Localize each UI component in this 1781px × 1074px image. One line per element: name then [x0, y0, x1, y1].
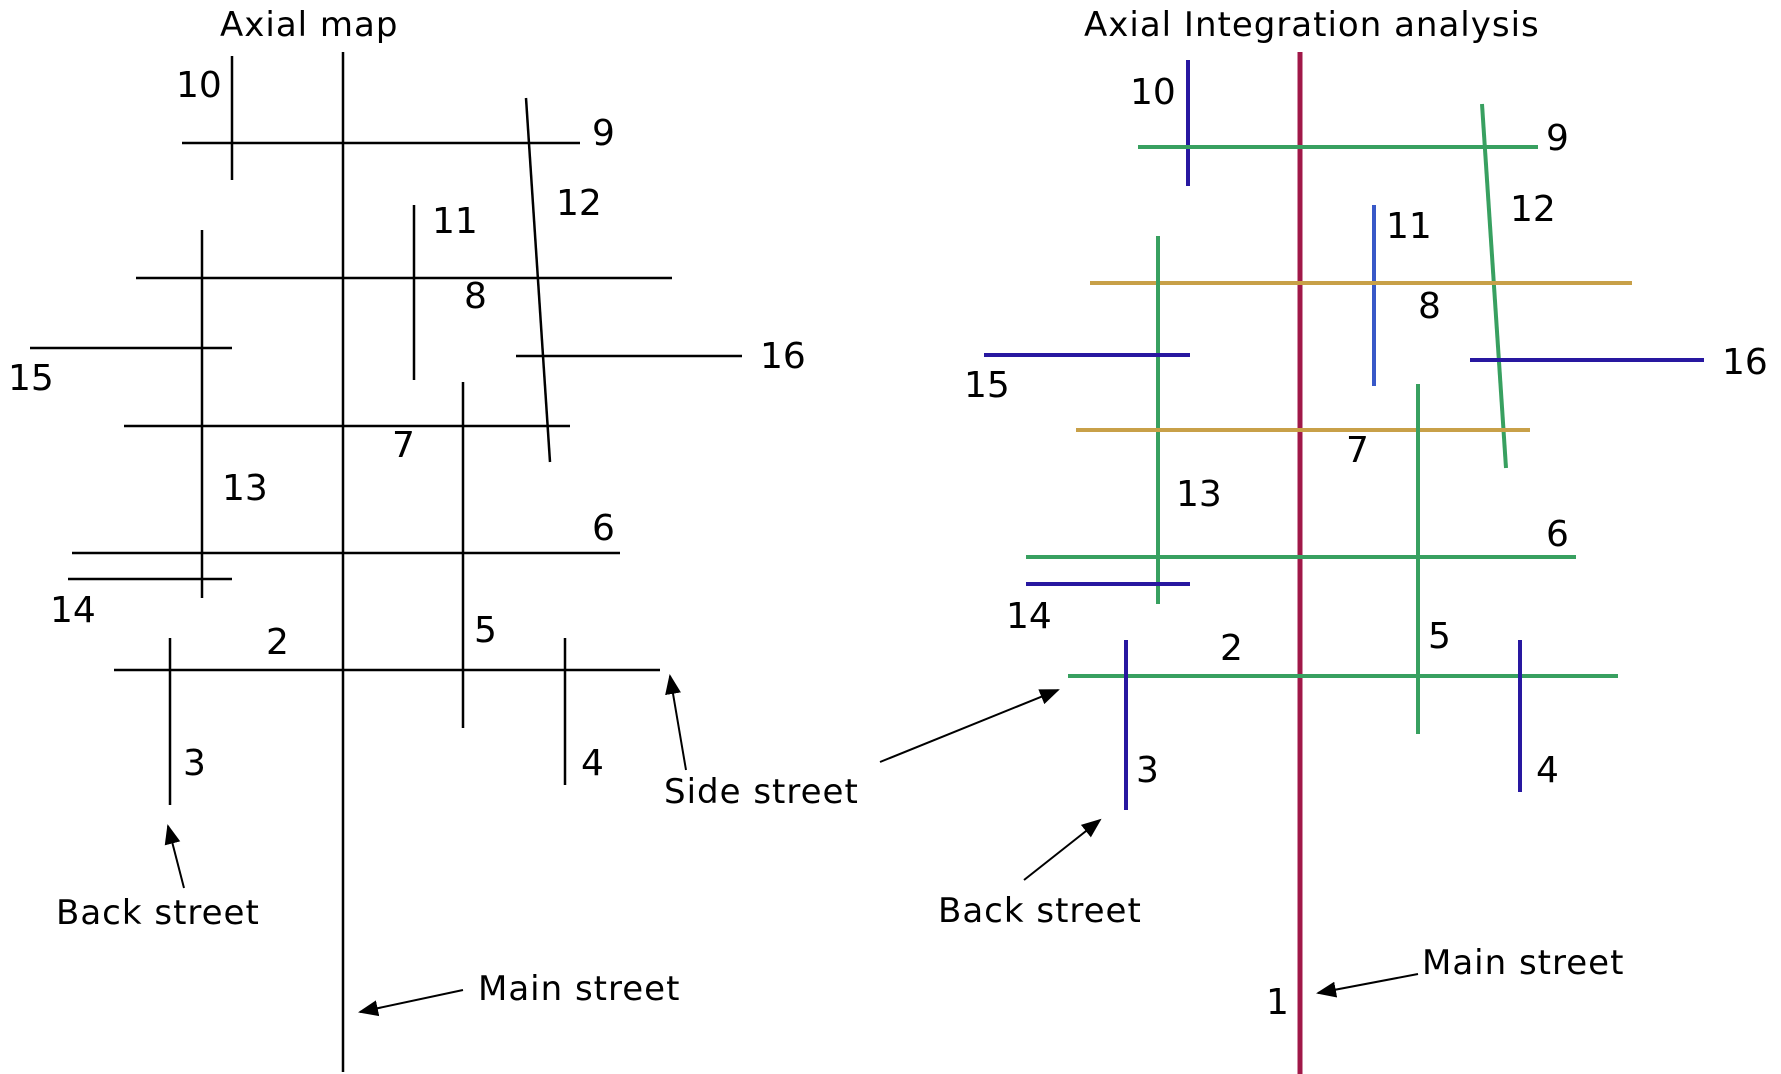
label-11: 11 — [432, 201, 478, 242]
label-14: 14 — [1006, 596, 1052, 637]
integration-panel: Axial Integration analysis 10 9 11 12 8 — [938, 5, 1768, 1074]
axial-map-line-labels: 10 9 11 12 8 16 15 7 13 6 14 5 2 3 4 — [8, 65, 806, 784]
label-14: 14 — [50, 590, 96, 631]
line-12 — [524, 97, 552, 463]
label-16: 16 — [760, 336, 806, 377]
label-10: 10 — [176, 65, 222, 106]
label-4: 4 — [581, 743, 604, 784]
main-street-label: Main street — [1422, 943, 1624, 983]
label-8: 8 — [464, 276, 487, 317]
back-street-label: Back street — [938, 891, 1142, 931]
label-12: 12 — [556, 183, 602, 224]
label-3: 3 — [1136, 750, 1159, 791]
label-5: 5 — [1428, 616, 1451, 657]
label-9: 9 — [1546, 118, 1569, 159]
side-street-arrow-right — [879, 689, 1060, 763]
line-12 — [1480, 103, 1508, 469]
label-15: 15 — [8, 358, 54, 399]
label-13: 13 — [1176, 474, 1222, 515]
label-3: 3 — [183, 743, 206, 784]
label-8: 8 — [1418, 286, 1441, 327]
axial-map-lines — [30, 52, 742, 1072]
integration-line-labels: 10 9 11 12 8 16 15 7 13 6 14 5 2 3 4 1 — [964, 72, 1768, 1023]
main-street-label: Main street — [478, 969, 680, 1009]
integration-lines — [984, 52, 1704, 1074]
side-street-arrow-left — [665, 674, 687, 771]
main-street-arrow — [358, 989, 464, 1017]
label-7: 7 — [392, 425, 415, 466]
label-2: 2 — [266, 622, 289, 663]
label-15: 15 — [964, 365, 1010, 406]
side-street-annotation: Side street — [664, 674, 1060, 812]
axial-map-annotations: Back street Main street — [56, 824, 680, 1017]
integration-title: Axial Integration analysis — [1084, 5, 1540, 45]
label-4: 4 — [1536, 750, 1559, 791]
label-2: 2 — [1220, 628, 1243, 669]
integration-annotations: Back street Main street — [938, 818, 1624, 998]
back-street-arrow — [1023, 818, 1102, 881]
label-11: 11 — [1386, 206, 1432, 247]
back-street-arrow — [164, 824, 185, 889]
axial-map-title: Axial map — [220, 5, 398, 45]
back-street-label: Back street — [56, 893, 260, 933]
label-6: 6 — [1546, 514, 1569, 555]
label-1: 1 — [1266, 982, 1289, 1023]
main-street-arrow — [1316, 973, 1419, 998]
label-13: 13 — [222, 468, 268, 509]
label-6: 6 — [592, 508, 615, 549]
label-16: 16 — [1722, 342, 1768, 383]
axial-map-panel: Axial map 10 9 11 12 8 16 15 — [8, 5, 806, 1072]
label-5: 5 — [474, 610, 497, 651]
label-9: 9 — [592, 113, 615, 154]
side-street-label: Side street — [664, 772, 859, 812]
label-7: 7 — [1346, 430, 1369, 471]
label-12: 12 — [1510, 189, 1556, 230]
label-10: 10 — [1130, 72, 1176, 113]
